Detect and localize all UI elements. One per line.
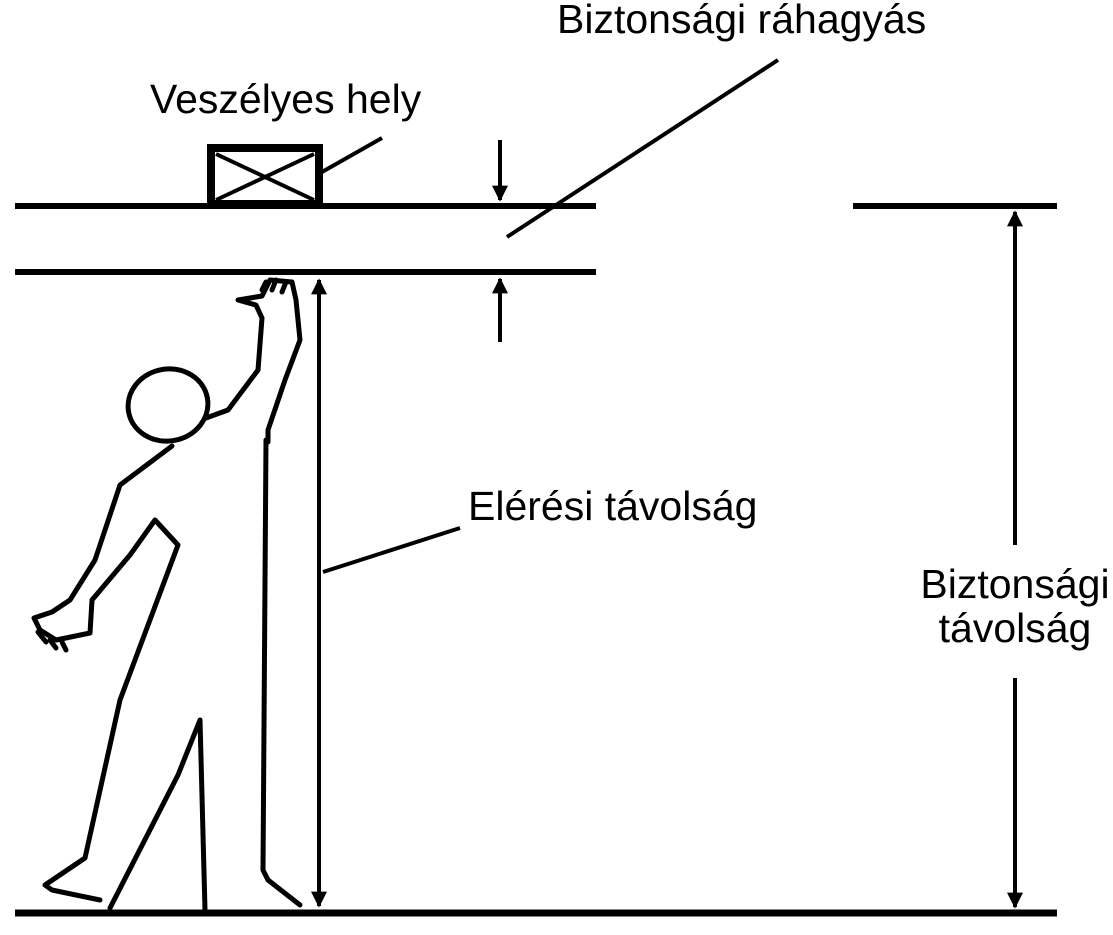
person-figure-icon (31, 277, 303, 913)
safety-distance-label-line1: Biztonsági (920, 561, 1109, 607)
reach-leader-line (322, 526, 461, 574)
hazard-zone-label: Veszélyes hely (150, 76, 422, 122)
safety-distance-label-line2: távolság (939, 605, 1092, 651)
safety-margin-label: Biztonsági ráhagyás (557, 0, 926, 42)
reach-distance-label: Elérési távolság (468, 483, 757, 529)
margin-leader-line (505, 58, 780, 239)
hazard-box-icon (207, 144, 323, 208)
hazard-leader-line (321, 136, 383, 174)
